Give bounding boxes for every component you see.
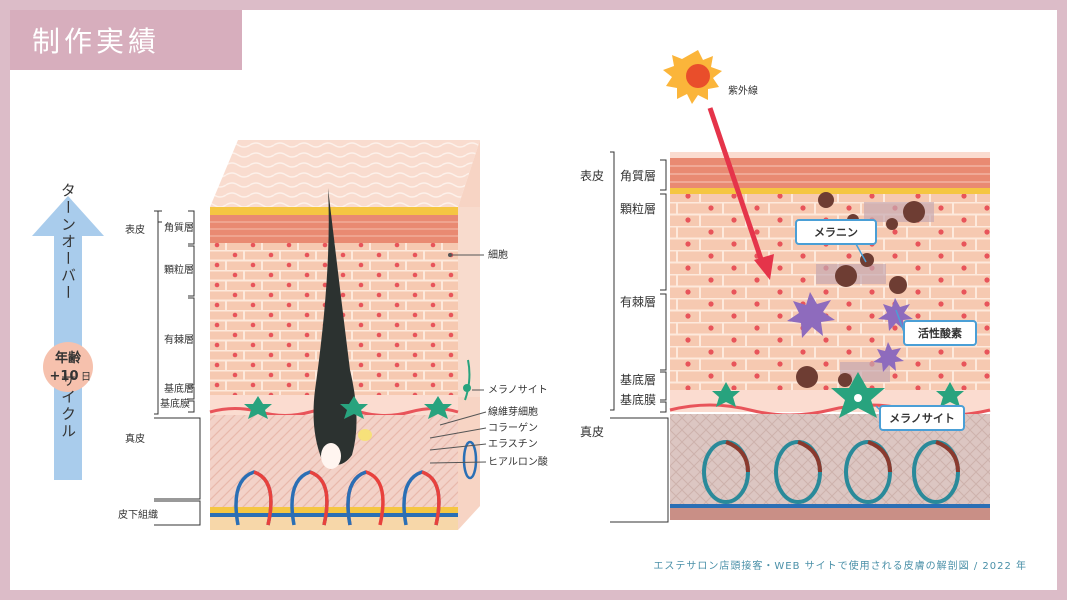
left-label-basal: 基底層 xyxy=(164,382,194,395)
right-label-spinous: 有棘層 xyxy=(620,295,656,309)
left-label-horny: 角質層 xyxy=(164,221,194,234)
melanocyte-cells xyxy=(244,396,452,419)
right-label-membrane: 基底膜 xyxy=(620,392,656,407)
left-label-dermis: 真皮 xyxy=(125,432,145,445)
skin-surface xyxy=(210,140,480,207)
right-horny-layer xyxy=(670,158,990,188)
part-elastin: エラスチン xyxy=(488,438,538,450)
callout-melanin: メラニン xyxy=(795,219,877,263)
uv-label: 紫外線 xyxy=(728,84,758,97)
hair-shaft xyxy=(313,188,357,465)
radical-stars xyxy=(787,292,913,372)
left-label-spinous: 有棘層 xyxy=(164,333,194,346)
sun-icon xyxy=(663,50,722,104)
turnover-arrow: ターンオーバー 年齢 +10 日 サイクル xyxy=(32,183,104,480)
callout-melanocyte-text: メラノサイト xyxy=(889,412,955,425)
right-vessels xyxy=(702,440,960,504)
callout-melanocyte: メラノサイト xyxy=(875,405,965,431)
age-label: 年齢 xyxy=(55,350,82,366)
age-unit: 日 xyxy=(81,372,91,383)
left-label-subcutis: 皮下組織 xyxy=(118,508,158,521)
part-melanocyte: メラノサイト xyxy=(488,384,548,396)
content-frame: 制作実績 xyxy=(10,10,1057,590)
right-layer-labels: 表皮 角質層 顆粒層 有棘層 基底層 基底膜 真皮 xyxy=(580,151,669,523)
part-cell: 細胞 xyxy=(488,248,508,261)
banner: 制作実績 xyxy=(10,10,242,70)
right-label-dermis: 真皮 xyxy=(580,425,604,439)
left-part-labels: 細胞 メラノサイト 線維芽細胞 コラーゲン エラスチン ヒアルロン酸 xyxy=(429,248,548,468)
age-badge xyxy=(43,342,93,392)
callout-radical: 活性酸素 xyxy=(895,309,977,346)
left-label-granular: 顆粒層 xyxy=(164,263,194,276)
left-label-epidermis: 表皮 xyxy=(125,223,145,236)
footer-caption: エステサロン店頭接客・WEB サイトで使用される皮膚の解剖図 / 2022 年 xyxy=(653,561,1027,572)
left-layer-labels: 表皮 角質層 顆粒層 有棘層 基底層 基底膜 真皮 皮下組織 xyxy=(118,210,201,526)
melanin-granules xyxy=(796,192,925,388)
right-skin-panel: 紫外線 メラニン 活性酸素 メラノサイト xyxy=(663,50,991,520)
part-collagen: コラーゲン xyxy=(488,422,538,434)
callout-melanin-text: メラニン xyxy=(814,226,858,239)
callout-radical-text: 活性酸素 xyxy=(918,326,962,340)
blood-vessels xyxy=(234,440,478,526)
right-label-basal: 基底層 xyxy=(620,372,656,387)
left-skin-block xyxy=(209,140,480,530)
banner-title: 制作実績 xyxy=(32,25,161,58)
part-hyaluronic: ヒアルロン酸 xyxy=(488,455,548,468)
right-label-granular: 顆粒層 xyxy=(620,201,656,216)
uv-arrow xyxy=(707,107,765,263)
turnover-top-label: ターンオーバー xyxy=(59,183,77,302)
surface-yellow xyxy=(210,207,458,215)
right-label-horny: 角質層 xyxy=(620,168,656,183)
part-fibroblast: 線維芽細胞 xyxy=(488,405,538,418)
left-label-membrane: 基底膜 xyxy=(160,397,190,410)
turnover-bottom-label: サイクル xyxy=(59,372,77,440)
age-plus: +10 xyxy=(50,369,79,384)
skin-diagram: ターンオーバー 年齢 +10 日 サイクル xyxy=(32,50,991,530)
right-label-epidermis: 表皮 xyxy=(580,169,604,183)
